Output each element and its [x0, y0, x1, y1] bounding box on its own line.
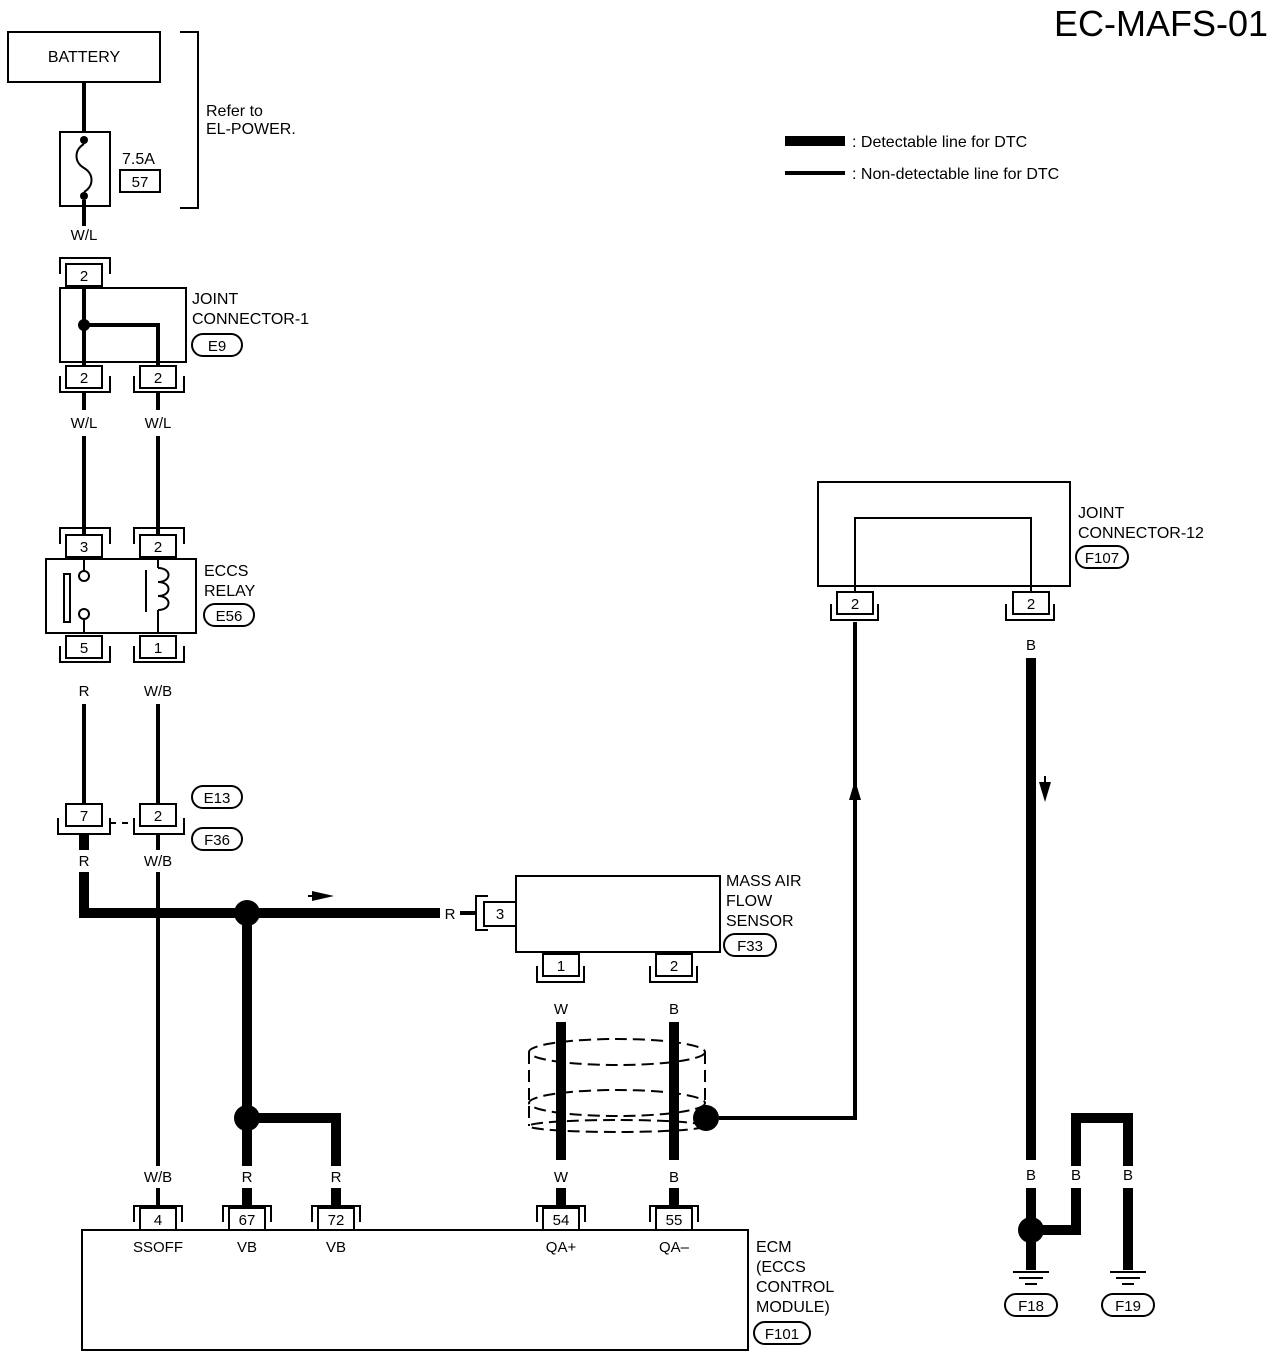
wire-label-wb-relay: W/B — [144, 683, 172, 700]
maf-pin-1: 1 — [557, 958, 565, 975]
ecm-pin-label: QA+ — [546, 1239, 577, 1256]
relay-pin-br: 1 — [154, 640, 162, 657]
wire-label-wl-fuse: W/L — [71, 227, 98, 244]
wire-label-wb-ecm: W/B — [144, 1169, 172, 1186]
relay-pin-bl: 5 — [80, 640, 88, 657]
legend-non-detectable-label: : Non-detectable line for DTC — [852, 166, 1059, 183]
wire-label-b-gnd1: B — [1026, 1167, 1036, 1184]
wire-label-b-j12: B — [1026, 637, 1036, 654]
harness-pin-right: 2 — [154, 808, 162, 825]
wire-label-r-relay: R — [79, 683, 90, 700]
joint1-pin-right: 2 — [154, 370, 162, 387]
wire-label-r-72: R — [331, 1169, 342, 1186]
ground-right-id: F19 — [1115, 1298, 1141, 1315]
page-title: EC-MAFS-01 — [1054, 3, 1268, 44]
ecm-name-4: MODULE) — [756, 1299, 830, 1316]
fuse-number: 57 — [132, 174, 149, 191]
ecm-pin-4: 4 SSOFF — [133, 1205, 183, 1256]
legend-detectable-label: : Detectable line for DTC — [852, 134, 1027, 151]
joint-connector-1: 2 2 2 JOINT CONNECTOR-1 E9 — [59, 257, 309, 393]
wire-label-wl-right: W/L — [145, 415, 172, 432]
ecm-pin-label: QA– — [659, 1239, 690, 1256]
ecm-name-2: (ECCS — [756, 1259, 806, 1276]
relay-coil-icon — [157, 567, 170, 611]
flow-arrow-right-icon — [312, 891, 334, 901]
eccs-relay: 3 2 5 1 ECCS RELAY E56 — [45, 527, 256, 663]
joint1-name-2: CONNECTOR-1 — [192, 311, 309, 328]
ground-left-id: F18 — [1018, 1298, 1044, 1315]
ecm-id: F101 — [765, 1326, 799, 1343]
maf-pin-in: 3 — [496, 906, 504, 923]
joint12-name-2: CONNECTOR-12 — [1078, 525, 1204, 542]
wire-label-wl-left: W/L — [71, 415, 98, 432]
ecm-pin-number: 4 — [154, 1212, 162, 1229]
ecm-pin-72: 72 VB — [311, 1205, 361, 1256]
mass-air-flow-sensor: 3 1 2 MASS AIR FLOW SENSOR F33 — [475, 873, 802, 983]
wire-label-b-gnd3: B — [1123, 1167, 1133, 1184]
ecm-pin-label: SSOFF — [133, 1239, 183, 1256]
fuse: 7.5A 57 — [59, 131, 161, 207]
joint1-pin-left: 2 — [80, 370, 88, 387]
legend: : Detectable line for DTC : Non-detectab… — [785, 134, 1059, 183]
ecm-name-1: ECM — [756, 1239, 792, 1256]
wire-label-b-top: B — [669, 1001, 679, 1018]
relay-name-1: ECCS — [204, 563, 248, 580]
joint1-pin-top: 2 — [80, 268, 88, 285]
refer-bracket: Refer to EL-POWER. — [180, 31, 296, 209]
joint-connector-12: 2 2 JOINT CONNECTOR-12 F107 — [817, 481, 1204, 621]
joint1-name-1: JOINT — [192, 291, 238, 308]
maf-name-2: FLOW — [726, 893, 773, 910]
ecm: 4 SSOFF 67 VB 72 VB 54 QA+ 55 QA– ECM — [81, 1205, 834, 1351]
wire-label-r-67: R — [242, 1169, 253, 1186]
maf-pin-2: 2 — [670, 958, 678, 975]
ecm-pin-number: 72 — [328, 1212, 345, 1229]
ecm-pin-label: VB — [326, 1239, 346, 1256]
ecm-name-3: CONTROL — [756, 1279, 834, 1296]
ecm-pin-label: VB — [237, 1239, 257, 1256]
wire-label-wb-harness: W/B — [144, 853, 172, 870]
wire-label-r-harness: R — [79, 853, 90, 870]
fuse-rating: 7.5A — [122, 151, 155, 168]
wire-label-b-gnd2: B — [1071, 1167, 1081, 1184]
relay-name-2: RELAY — [204, 583, 256, 600]
flow-arrow-down-icon — [1039, 782, 1051, 802]
maf-name-1: MASS AIR — [726, 873, 802, 890]
battery-label: BATTERY — [48, 49, 121, 66]
wire-label-w-top: W — [554, 1001, 569, 1018]
joint12-pin-right: 2 — [1027, 596, 1035, 613]
wire-label-b-bot: B — [669, 1169, 679, 1186]
ecm-pin-number: 67 — [239, 1212, 256, 1229]
relay-switch-icon — [63, 573, 71, 623]
refer-line-1: Refer to — [206, 103, 263, 120]
maf-id: F33 — [737, 938, 763, 955]
harness-id-bottom: F36 — [204, 832, 230, 849]
harness-pin-left: 7 — [80, 808, 88, 825]
maf-name-3: SENSOR — [726, 913, 794, 930]
fuse-symbol-icon — [75, 143, 93, 193]
ecm-pin-number: 55 — [666, 1212, 683, 1229]
joint12-id: F107 — [1085, 550, 1119, 567]
joint12-name-1: JOINT — [1078, 505, 1124, 522]
joint12-pin-left: 2 — [851, 596, 859, 613]
ground-right: F19 — [1101, 1271, 1155, 1317]
harness-connector: 7 2 E13 F36 — [57, 785, 243, 851]
ecm-pin-54: 54 QA+ — [536, 1205, 586, 1256]
wire-label-w-bot: W — [554, 1169, 569, 1186]
ecm-pin-55: 55 QA– — [649, 1205, 699, 1256]
ground-left: F18 — [1004, 1271, 1058, 1317]
ecm-pin-67: 67 VB — [222, 1205, 272, 1256]
ecm-pin-number: 54 — [553, 1212, 570, 1229]
harness-id-top: E13 — [204, 790, 231, 807]
relay-pin-tl: 3 — [80, 539, 88, 556]
battery: BATTERY — [7, 31, 161, 83]
joint1-id: E9 — [208, 338, 226, 355]
relay-pin-tr: 2 — [154, 539, 162, 556]
refer-line-2: EL-POWER. — [206, 121, 296, 138]
relay-id: E56 — [216, 608, 243, 625]
wire-label-r-maf: R — [445, 906, 456, 923]
flow-arrow-up-icon — [849, 780, 861, 800]
